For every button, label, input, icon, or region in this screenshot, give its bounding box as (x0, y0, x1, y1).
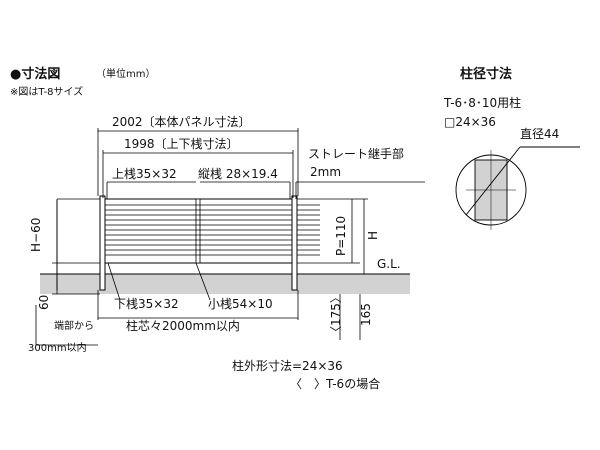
ground-level-label: G.L. (377, 257, 401, 271)
from-end-label-1: 端部から (54, 321, 94, 332)
right-post (291, 195, 298, 291)
post-cross-section (455, 146, 580, 230)
bottom-rail-label: 下桟35×32 (114, 297, 179, 311)
from-end-label-2: 300mm以内 (28, 343, 87, 354)
left-height-dimension (52, 198, 100, 295)
vertical-bar-label: 縦桟 28×19.4 (198, 167, 278, 181)
embed-label: 165 (359, 303, 373, 326)
top-rail-label: 上桟35×32 (112, 167, 177, 181)
t6-note-label: 〈 〉T-6の場合 (290, 377, 381, 391)
embed-t6-label: 〈175〉 (329, 291, 343, 338)
panel-width-dimension (97, 128, 299, 196)
bottom-leaders (35, 262, 299, 346)
left-post (99, 195, 106, 291)
post-spacing-label: 柱芯々2000mm以内 (126, 319, 240, 333)
rail-width-dimension (102, 150, 294, 198)
pitch-label: P=110 (334, 215, 348, 256)
small-bar-label: 小桟54×10 (208, 297, 273, 311)
diameter-label: 直径44 (520, 127, 560, 141)
center-vertical-bar (195, 198, 201, 264)
joint-value: 2mm (310, 165, 342, 179)
right-height-dimension (320, 198, 410, 275)
horizontal-slats (105, 204, 292, 256)
left-height-label: H−60 (29, 217, 43, 252)
ground-band (40, 274, 410, 294)
joint-label: ストレート継手部 (308, 147, 405, 161)
next-panel-slats (297, 198, 320, 264)
top-leaders (106, 181, 425, 199)
post-usage-label: T-6･8･10用柱 (444, 96, 522, 110)
embed-dimension (339, 294, 361, 340)
post-outer-dimension-label: 柱外形寸法=24×36 (232, 359, 343, 373)
post-diameter-title: 柱径寸法 (460, 67, 513, 82)
size-note: ※図はT-8サイズ (10, 87, 84, 98)
unit-note: （単位mm） (96, 69, 156, 80)
rail-width-label: 1998〔上下桟寸法〕 (124, 137, 239, 151)
left-base-label: 60 (37, 294, 51, 310)
diagram-title: ●寸法図 (10, 67, 61, 82)
post-size-label: □24×36 (444, 115, 496, 129)
height-label: H (366, 230, 380, 240)
panel-width-label: 2002〔本体パネル寸法〕 (112, 115, 251, 129)
